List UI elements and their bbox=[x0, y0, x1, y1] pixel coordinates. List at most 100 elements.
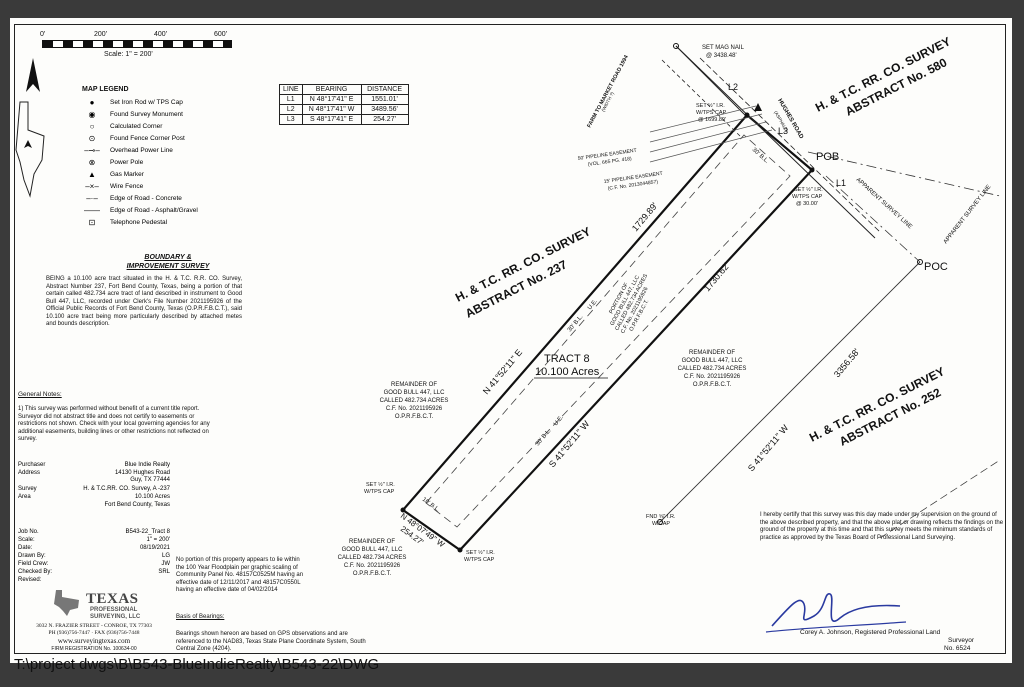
drawing-border bbox=[14, 24, 1006, 654]
company-phone: PH (936)756-7447 · FAX (936)756-7448 bbox=[48, 630, 140, 636]
table-cell: 254.27' bbox=[360, 114, 409, 125]
power-pole-icon: ⊗ bbox=[88, 158, 96, 167]
svg-text:REMAINDER OF: REMAINDER OF bbox=[349, 539, 395, 545]
svg-text:C.F. No. 2021195926: C.F. No. 2021195926 bbox=[386, 406, 443, 412]
building-line-label: 30' B.L. bbox=[567, 314, 585, 334]
job-row: Checked By:SRL bbox=[18, 569, 170, 575]
scale-checker bbox=[42, 40, 232, 48]
se-distance: 1730.62' bbox=[702, 260, 732, 293]
iron-rod-pob-cap: W/TPS CAP bbox=[792, 194, 823, 200]
pipeline-easement-line bbox=[649, 121, 767, 153]
svg-text:GOOD BULL 447, LLC: GOOD BULL 447, LLC bbox=[682, 358, 743, 364]
utility-easement-label: U.E. bbox=[553, 414, 565, 427]
svg-text:O.P.R.F.B.C.T.: O.P.R.F.B.C.T. bbox=[395, 414, 434, 420]
iron-rod-south-label: SET ½" I.R. bbox=[466, 549, 495, 556]
svg-text:C.F. No. 2021195926: C.F. No. 2021195926 bbox=[684, 374, 741, 380]
legend-item: –·–Edge of Road - Concrete bbox=[82, 194, 242, 204]
mag-nail-label: SET MAG NAIL bbox=[702, 45, 745, 51]
edge-of-road-asphalt-icon: —— bbox=[84, 206, 100, 215]
found-iron-rod-label: FND ⅝" I.R. bbox=[646, 514, 676, 520]
calculated-corner-icon: ○ bbox=[89, 122, 95, 131]
found-iron-rod-icon bbox=[657, 519, 663, 525]
floodplain-note: No portion of this property appears to l… bbox=[176, 557, 304, 593]
surveyor-name: Corey A. Johnson, Registered Professiona… bbox=[800, 629, 941, 636]
legend-item: ⊡Telephone Pedestal bbox=[82, 218, 242, 228]
line-3356-bearing: S 41°52'11" W bbox=[746, 423, 791, 474]
svg-text:REMAINDER OF: REMAINDER OF bbox=[391, 382, 437, 388]
svg-text:O.P.R.F.B.C.T.: O.P.R.F.B.C.T. bbox=[693, 382, 732, 388]
l3-label: L3 bbox=[778, 126, 788, 136]
legend-title: MAP LEGEND bbox=[82, 86, 129, 93]
certification-text: I hereby certify that this survey was th… bbox=[760, 512, 1004, 541]
job-row: Revised: bbox=[18, 577, 42, 583]
general-notes-title: General Notes: bbox=[18, 391, 62, 398]
general-notes-body: 1) This survey was performed without ben… bbox=[18, 406, 210, 442]
pipeline-easement-line bbox=[649, 129, 773, 163]
scale-label: Scale: 1" = 200' bbox=[104, 51, 153, 58]
iron-rod-west-label: SET ½" I.R. bbox=[366, 481, 395, 488]
poc-label: POC bbox=[924, 261, 948, 273]
company-registration: FIRM REGISTRATION No. 100634-00 bbox=[51, 646, 137, 652]
table-row: L1 N 48°17'41" E 1551.01' bbox=[279, 94, 409, 105]
gas-marker-icon bbox=[754, 103, 762, 111]
texas-map-icon bbox=[54, 590, 79, 616]
survey-sheet bbox=[10, 18, 1012, 663]
legend-item: ⊙Found Fence Corner Post bbox=[82, 134, 242, 144]
mag-nail-icon bbox=[673, 43, 679, 49]
poc-marker-icon bbox=[917, 259, 923, 265]
remainder-south-label: REMAINDER OF GOOD BULL 447, LLC CALLED 4… bbox=[338, 539, 407, 577]
job-row: Drawn By:LG bbox=[18, 553, 170, 559]
north-arrow-icon bbox=[26, 58, 40, 92]
building-line-label: 30' B.L. bbox=[535, 428, 553, 448]
boundary-description: BEING a 10.100 acre tract situated in th… bbox=[46, 276, 242, 327]
svg-text:C.F. No. 2021195926: C.F. No. 2021195926 bbox=[344, 563, 401, 569]
gas-marker-icon: ▲ bbox=[88, 170, 96, 179]
file-path: T:\project dwgs\B\B543-BlueIndieRealty\B… bbox=[14, 656, 380, 673]
ne-distance: 1729.89' bbox=[630, 200, 660, 233]
bearings-title: Basis of Bearings: bbox=[176, 614, 225, 620]
hughes-road-edge bbox=[675, 45, 876, 239]
svg-text:GOOD BULL 447, LLC: GOOD BULL 447, LLC bbox=[384, 390, 445, 396]
set-iron-rod-icon bbox=[809, 167, 815, 173]
mag-nail-distance: @ 3438.48' bbox=[706, 53, 737, 59]
legend-item: ◉Found Survey Monument bbox=[82, 110, 242, 120]
company-name: TEXAS bbox=[86, 591, 139, 607]
apparent-survey-line bbox=[825, 175, 921, 263]
svg-text:O.P.R.F.B.C.T.: O.P.R.F.B.C.T. bbox=[353, 571, 392, 577]
job-row: Date:08/19/2021 bbox=[18, 545, 170, 551]
company-logo: TEXAS PROFESSIONAL SURVEYING, LLC 3032 N… bbox=[18, 587, 170, 653]
svg-text:CALLED 482.734 ACRES: CALLED 482.734 ACRES bbox=[338, 555, 407, 561]
wire-fence-icon: –×– bbox=[85, 182, 99, 191]
pipeline-easement-line bbox=[649, 113, 763, 143]
scale-tick-600: 600' bbox=[214, 31, 228, 38]
pipeline-easement-line bbox=[649, 105, 757, 133]
company-sub1: PROFESSIONAL bbox=[90, 607, 138, 613]
company-address: 3032 N. FRAZIER STREET - CONROE, TX 7730… bbox=[36, 623, 152, 629]
iron-rod-south-cap: W/TPS CAP bbox=[464, 557, 495, 563]
set-iron-rod-icon bbox=[400, 507, 406, 513]
info-row: Guy, TX 77444 bbox=[130, 477, 170, 483]
line-table: LINE BEARING DISTANCE L1 N 48°17'41" E 1… bbox=[279, 84, 409, 125]
set-iron-rod-icon: ● bbox=[89, 98, 95, 107]
svg-text:CALLED 482.734 ACRES: CALLED 482.734 ACRES bbox=[678, 366, 747, 372]
set-iron-rod-icon bbox=[457, 547, 463, 553]
set-iron-rod-icon bbox=[744, 112, 750, 118]
remainder-west-label: REMAINDER OF GOOD BULL 447, LLC CALLED 4… bbox=[380, 382, 449, 420]
legend-item: ▲Gas Marker bbox=[82, 170, 242, 180]
bearings-body: Bearings shown hereon are based on GPS o… bbox=[176, 631, 366, 652]
surveyor-title: Surveyor bbox=[948, 637, 975, 644]
job-row: Field Crew:JW bbox=[18, 561, 170, 567]
boundary-title: BOUNDARY & IMPROVEMENT SURVEY bbox=[126, 254, 210, 270]
overhead-power-line-icon: –⊸– bbox=[84, 146, 100, 155]
svg-text:GOOD BULL 447, LLC: GOOD BULL 447, LLC bbox=[342, 547, 403, 553]
texas-outline-icon bbox=[15, 101, 45, 198]
portion-label: PORTION OF GOOD BULL 447, LLC CALLED 482… bbox=[608, 273, 650, 335]
iron-rod-north-label: SET ½" I.R. bbox=[696, 102, 725, 109]
scale-tick-0: 0' bbox=[40, 31, 46, 38]
company-website[interactable]: www.surveyingtexas.com bbox=[57, 637, 131, 645]
scale-tick-400: 400' bbox=[154, 31, 168, 38]
surveyor-signature bbox=[765, 593, 907, 633]
